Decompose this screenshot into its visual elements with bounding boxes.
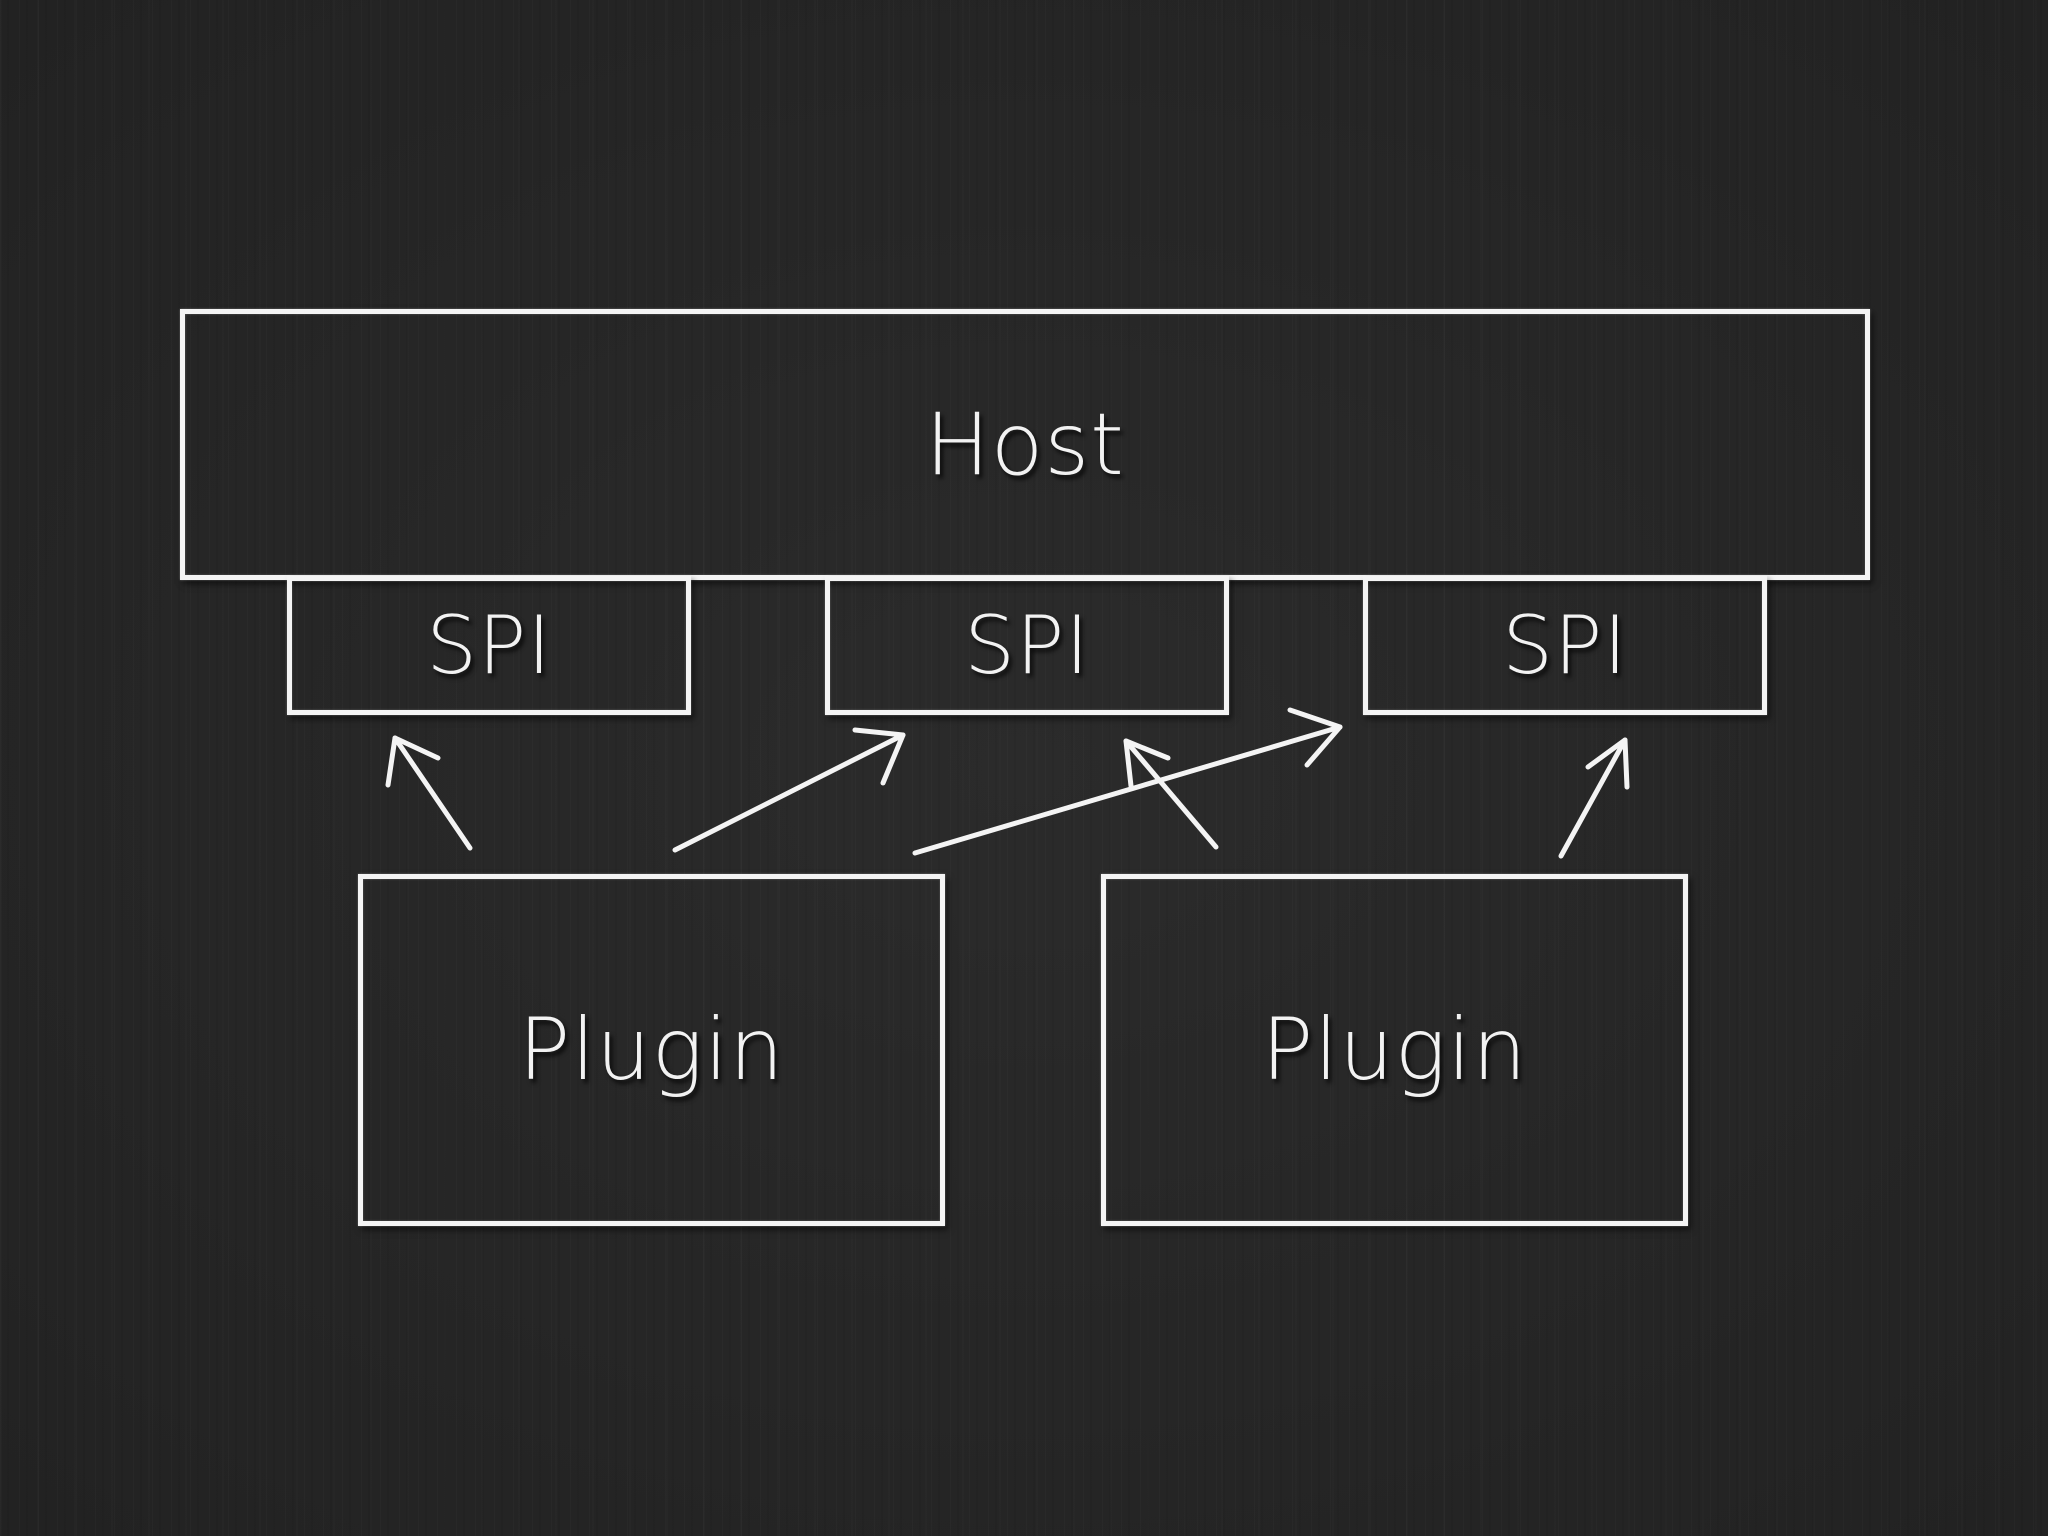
host-box: Host	[180, 309, 1870, 580]
plugin-box-1: Plugin	[358, 874, 945, 1226]
plugin-label-1: Plugin	[518, 1000, 785, 1100]
arrow-plugin2-to-spi3	[1558, 737, 1630, 859]
spi-box-3: SPI	[1363, 576, 1767, 715]
arrow-plugin2-to-spi2	[1123, 738, 1219, 850]
arrow-plugin1-to-spi1	[385, 735, 473, 851]
plugin-label-2: Plugin	[1261, 1000, 1528, 1100]
spi-box-1: SPI	[287, 576, 691, 715]
arrow-plugin1-to-spi3	[912, 707, 1343, 856]
spi-label-1: SPI	[426, 599, 552, 692]
spi-label-2: SPI	[964, 599, 1090, 692]
host-label: Host	[925, 394, 1125, 495]
arrow-plugin1-to-spi2	[672, 727, 906, 853]
plugin-box-2: Plugin	[1101, 874, 1688, 1226]
spi-box-2: SPI	[825, 576, 1229, 715]
spi-label-3: SPI	[1502, 599, 1628, 692]
